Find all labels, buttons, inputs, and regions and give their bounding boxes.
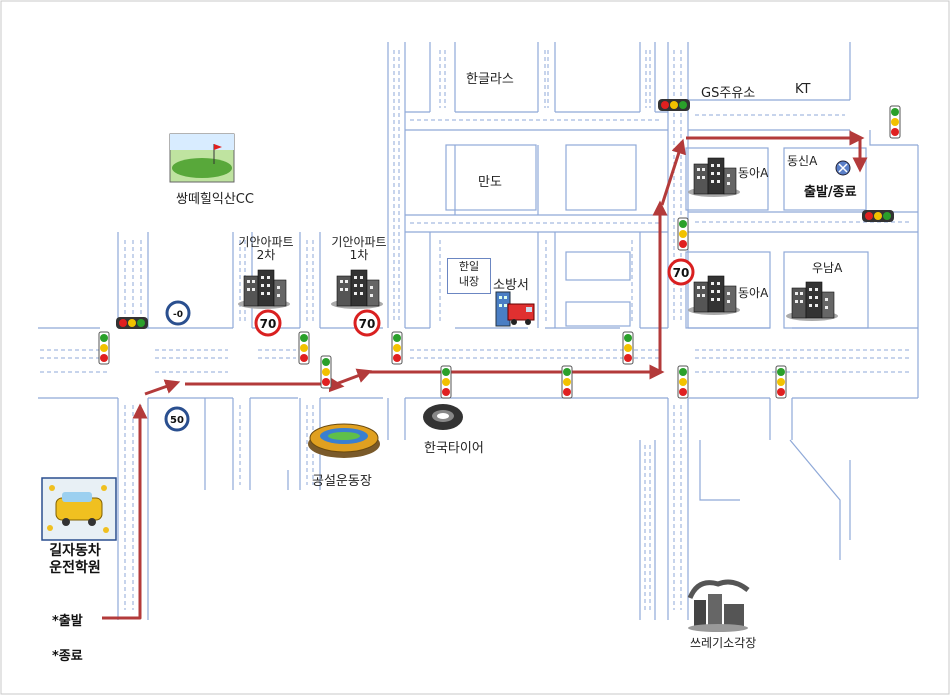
speed-limit-text: -0 bbox=[173, 310, 183, 320]
unam-apt-label: 우남A bbox=[812, 261, 843, 275]
kia-apt-2-label: 기안아파트 2차 bbox=[236, 236, 296, 262]
speed-limit-sign: 70 bbox=[254, 309, 282, 337]
road-network bbox=[38, 42, 919, 620]
traffic-light bbox=[622, 331, 634, 365]
kia-apt-2-line2: 2차 bbox=[256, 248, 276, 262]
speed-limit-text: 70 bbox=[260, 317, 277, 331]
hangeulras-label: 한글라스 bbox=[466, 72, 514, 87]
kia-apt-1-line1: 기안아파트 bbox=[331, 235, 387, 249]
traffic-light bbox=[889, 105, 901, 139]
apartment-icon bbox=[238, 269, 290, 309]
speed-limit-sign: 70 bbox=[667, 258, 695, 286]
traffic-light bbox=[391, 331, 403, 365]
kia-apt-1-label: 기안아파트 1차 bbox=[329, 236, 389, 262]
apartment-icon bbox=[786, 281, 838, 321]
start-end-right-label: 출발/종료 bbox=[804, 185, 857, 200]
incinerator-label: 쓰레기소각장 bbox=[690, 636, 757, 650]
traffic-light bbox=[862, 210, 894, 222]
speed-limit-sign: 50 bbox=[164, 406, 190, 432]
traffic-light bbox=[677, 217, 689, 251]
incinerator-icon bbox=[687, 579, 750, 632]
lane-markings bbox=[40, 50, 912, 612]
traffic-light bbox=[658, 99, 690, 111]
driving-school-image bbox=[41, 477, 117, 541]
start-left-label: *출발 bbox=[52, 614, 83, 629]
traffic-light bbox=[561, 365, 573, 399]
traffic-light bbox=[298, 331, 310, 365]
traffic-light bbox=[116, 317, 148, 329]
end-left-label: *종료 bbox=[52, 649, 83, 664]
tire-icon bbox=[423, 404, 463, 430]
traffic-light bbox=[320, 355, 332, 389]
apartment-icon bbox=[688, 157, 740, 197]
speed-limit-sign: 70 bbox=[353, 309, 381, 337]
stadium-label: 공설운동장 bbox=[312, 474, 372, 489]
traffic-light bbox=[98, 331, 110, 365]
traffic-light bbox=[440, 365, 452, 399]
mando-label: 만도 bbox=[478, 175, 502, 190]
apartment-icon bbox=[331, 269, 383, 309]
fire-station-label: 소방서 bbox=[493, 278, 529, 293]
traffic-light bbox=[775, 365, 787, 399]
stadium-icon bbox=[308, 423, 380, 458]
kia-apt-2-line1: 기안아파트 bbox=[238, 235, 294, 249]
speed-limit-text: 70 bbox=[359, 317, 376, 331]
kia-apt-1-line2: 1차 bbox=[349, 248, 369, 262]
speed-limit-text: 50 bbox=[170, 415, 184, 426]
dongshin-apt-label: 동신A bbox=[787, 154, 818, 168]
gs-station-label: GS주유소 bbox=[701, 86, 756, 101]
start-end-marker bbox=[835, 160, 851, 176]
fire-station-icon bbox=[495, 291, 535, 327]
speed-signs: 70 70 70 50 -0 bbox=[164, 258, 695, 432]
kt-label: KT bbox=[795, 82, 811, 97]
tire-label: 한국타이어 bbox=[424, 441, 484, 456]
driving-school-line1: 길자동차 bbox=[49, 543, 101, 559]
hanil-line2: 내장 bbox=[458, 275, 480, 288]
golf-course-icon bbox=[169, 133, 235, 183]
driving-school-line2: 운전학원 bbox=[49, 560, 101, 576]
hanil-line1: 한일 bbox=[458, 260, 480, 273]
speed-limit-text: 70 bbox=[673, 266, 690, 280]
donga-apt-bottom-label: 동아A bbox=[738, 286, 769, 300]
driving-school-name: 길자동차 운전학원 bbox=[30, 543, 120, 577]
speed-limit-sign: -0 bbox=[165, 300, 191, 326]
traffic-lights bbox=[98, 99, 901, 399]
traffic-light bbox=[677, 365, 689, 399]
donga-apt-top-label: 동아A bbox=[738, 166, 769, 180]
hanil-label: 한일 내장 bbox=[447, 258, 491, 294]
apartment-icon bbox=[688, 275, 740, 315]
golf-course-label: 쌍떼힐익산CC bbox=[176, 192, 254, 207]
apartment-building-icons bbox=[238, 157, 838, 321]
